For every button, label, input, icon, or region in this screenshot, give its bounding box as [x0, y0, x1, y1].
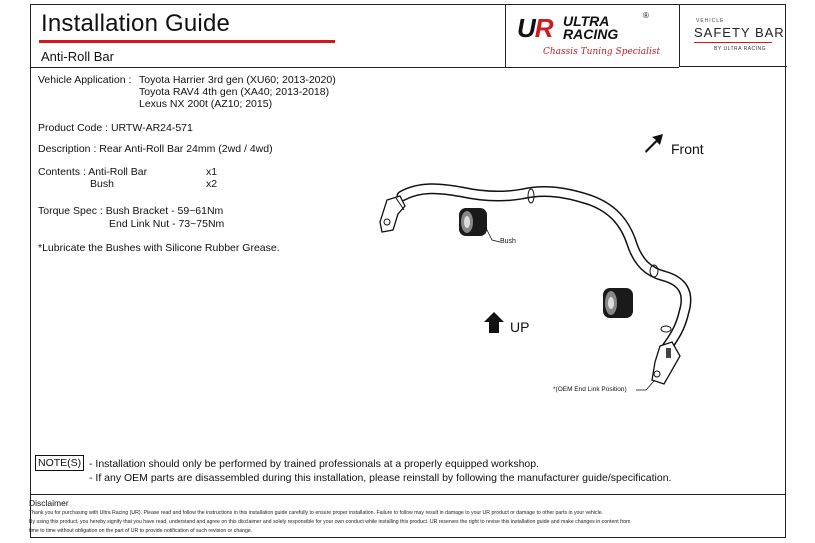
- torque-spec-line-2: End Link Nut - 73~75Nm: [109, 218, 225, 230]
- up-arrow-icon: [484, 312, 504, 333]
- note-line-2: - If any OEM parts are disassembled duri…: [89, 472, 672, 484]
- guide-frame: Installation Guide Anti-Roll Bar UR ULTR…: [30, 4, 787, 538]
- disclaimer-line-1: Thank you for purchasing with Ultra Raci…: [29, 510, 604, 516]
- contents-qty-1: x1: [206, 166, 218, 178]
- safety-bar-small-text: VEHICLE: [696, 18, 725, 24]
- vehicle-line-1: Toyota Harrier 3rd gen (XU60; 2013-2020): [139, 74, 336, 86]
- vehicle-line-2: Toyota RAV4 4th gen (XA40; 2013-2018): [139, 86, 330, 98]
- product-description: Description : Rear Anti-Roll Bar 24mm (2…: [38, 143, 273, 155]
- end-link-callout-line: [636, 380, 655, 391]
- lubricate-note: *Lubricate the Bushes with Silicone Rubb…: [38, 242, 280, 254]
- anti-roll-bar-tube: [396, 183, 692, 356]
- bush-upper: [459, 208, 487, 236]
- vehicle-application-label: Vehicle Application :: [38, 74, 132, 86]
- torque-spec: Torque Spec : Bush Bracket - 59~61Nm: [38, 205, 224, 217]
- safety-bar-title: SAFETY BAR: [694, 25, 785, 40]
- contents-item-2: Bush: [90, 178, 114, 190]
- registered-mark: ®: [643, 11, 649, 20]
- contents-qty-2: x2: [206, 178, 218, 190]
- tube-joint-rings: [527, 188, 672, 333]
- bush-lower: [603, 288, 633, 318]
- header-title-block: Installation Guide Anti-Roll Bar: [31, 5, 506, 68]
- front-label: Front: [671, 141, 704, 157]
- disclaimer-line-2: By using this product, you hereby signif…: [29, 519, 631, 525]
- title-underline: [39, 40, 335, 43]
- product-code: Product Code : URTW-AR24-571: [38, 122, 193, 134]
- safety-bar-divider: [694, 42, 772, 43]
- brand-tagline: Chassis Tuning Specialist: [543, 47, 661, 57]
- safety-bar-byline: BY ULTRA RACING: [714, 46, 767, 52]
- page-subtitle: Anti-Roll Bar: [41, 49, 114, 64]
- disclaimer-divider: [30, 494, 786, 495]
- notes-label: NOTE(S): [35, 455, 85, 471]
- bush-callout-line: [485, 227, 501, 243]
- left-end-link-bracket: [379, 195, 406, 233]
- disclaimer-line-3: time to time without obligation on the p…: [29, 528, 253, 534]
- front-arrow-icon: [645, 134, 663, 153]
- page-title: Installation Guide: [41, 10, 231, 37]
- ur-monogram: UR: [517, 13, 554, 43]
- up-label: UP: [510, 319, 530, 335]
- right-end-link-bracket: [651, 341, 681, 385]
- safety-bar-logo: VEHICLE SAFETY BAR BY ULTRA RACING: [679, 5, 787, 67]
- end-link-callout-label: *(OEM End Link Position): [553, 386, 627, 393]
- vehicle-line-3: Lexus NX 200t (AZ10; 2015): [139, 98, 273, 110]
- contents-label: Contents : Anti-Roll Bar: [38, 166, 148, 178]
- bush-callout-label: Bush: [500, 238, 516, 245]
- disclaimer-title: Disclaimer: [29, 498, 69, 508]
- note-line-1: - Installation should only be performed …: [89, 458, 540, 470]
